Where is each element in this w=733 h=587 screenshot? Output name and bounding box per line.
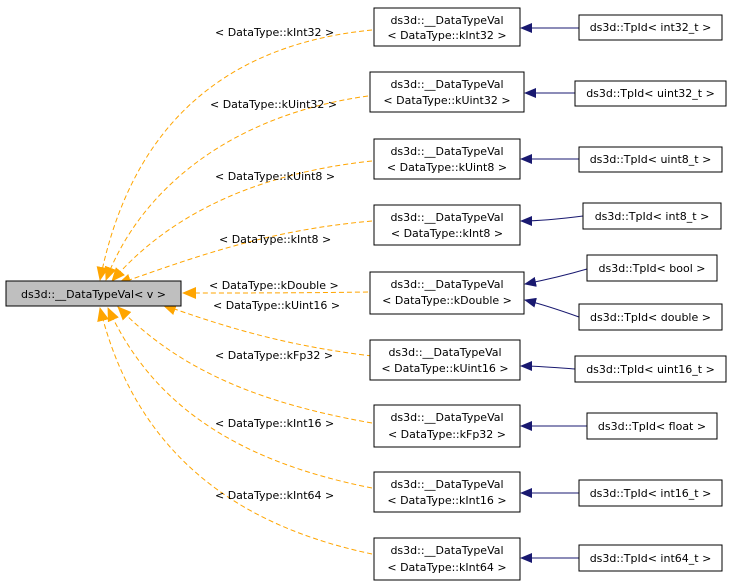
tpid-node-uint32[interactable]: ds3d::TpId< uint32_t > [574,80,727,107]
middle-node-kint8[interactable]: ds3d::__DataTypeVal < DataType::kInt8 > [373,204,521,246]
svg-text:ds3d::TpId< double >: ds3d::TpId< double > [590,311,711,324]
edge-label-kint64: < DataType::kInt64 > [215,489,334,502]
svg-text:< DataType::kInt32 >: < DataType::kInt32 > [387,29,506,42]
inheritance-edges [520,23,588,563]
edge-label-kuint16: < DataType::kUint16 > [213,299,340,312]
tpid-node-float[interactable]: ds3d::TpId< float > [586,412,718,440]
svg-text:ds3d::__DataTypeVal: ds3d::__DataTypeVal [390,411,503,424]
middle-node-kuint8[interactable]: ds3d::__DataTypeVal < DataType::kUint8 > [373,138,521,180]
edge-label-kint16: < DataType::kInt16 > [215,417,334,430]
svg-text:ds3d::TpId< int8_t >: ds3d::TpId< int8_t > [595,210,710,223]
edge-label-kint32: < DataType::kInt32 > [215,26,334,39]
tpid-node-int16[interactable]: ds3d::TpId< int16_t > [578,479,723,507]
template-edges [96,29,373,555]
svg-text:< DataType::kFp32 >: < DataType::kFp32 > [388,428,506,441]
middle-node-kuint32[interactable]: ds3d::__DataTypeVal < DataType::kUint32 … [369,71,525,113]
svg-text:< DataType::kInt64 >: < DataType::kInt64 > [387,561,506,574]
svg-text:ds3d::__DataTypeVal: ds3d::__DataTypeVal [390,544,503,557]
svg-text:ds3d::TpId< int16_t >: ds3d::TpId< int16_t > [590,487,712,500]
root-node[interactable]: ds3d::__DataTypeVal< v > [5,280,182,307]
svg-text:ds3d::TpId< uint8_t >: ds3d::TpId< uint8_t > [590,153,712,166]
root-node-label: ds3d::__DataTypeVal< v > [21,288,166,301]
svg-text:ds3d::__DataTypeVal: ds3d::__DataTypeVal [390,14,503,27]
tpid-node-int64[interactable]: ds3d::TpId< int64_t > [578,544,723,572]
middle-node-kdouble[interactable]: ds3d::__DataTypeVal < DataType::kDouble … [369,271,525,315]
tpid-node-uint16[interactable]: ds3d::TpId< uint16_t > [574,355,727,383]
middle-node-kuint16[interactable]: ds3d::__DataTypeVal < DataType::kUint16 … [369,339,521,381]
edge-label-kfp32: < DataType::kFp32 > [215,349,333,362]
svg-text:< DataType::kInt8 >: < DataType::kInt8 > [391,227,503,240]
tpid-node-int32[interactable]: ds3d::TpId< int32_t > [578,14,723,41]
svg-text:ds3d::__DataTypeVal: ds3d::__DataTypeVal [390,211,503,224]
tpid-node-double[interactable]: ds3d::TpId< double > [578,303,723,331]
svg-text:ds3d::TpId< uint16_t >: ds3d::TpId< uint16_t > [586,363,715,376]
edge-label-kuint32: < DataType::kUint32 > [210,98,337,111]
edge-label-kint8: < DataType::kInt8 > [219,233,331,246]
middle-node-kint16[interactable]: ds3d::__DataTypeVal < DataType::kInt16 > [373,471,521,513]
svg-text:< DataType::kUint32 >: < DataType::kUint32 > [383,94,510,107]
tpid-node-uint8[interactable]: ds3d::TpId< uint8_t > [578,146,723,173]
middle-node-kfp32[interactable]: ds3d::__DataTypeVal < DataType::kFp32 > [373,404,521,448]
middle-node-kint64[interactable]: ds3d::__DataTypeVal < DataType::kInt64 > [373,537,521,581]
svg-text:< DataType::kInt16 >: < DataType::kInt16 > [387,494,506,507]
svg-text:ds3d::TpId< float >: ds3d::TpId< float > [598,420,706,433]
edge-labels: < DataType::kInt32 > < DataType::kUint32… [209,26,340,502]
svg-text:ds3d::__DataTypeVal: ds3d::__DataTypeVal [390,145,503,158]
svg-text:< DataType::kDouble >: < DataType::kDouble > [382,294,512,307]
svg-text:ds3d::TpId< int64_t >: ds3d::TpId< int64_t > [590,552,712,565]
tpid-node-bool[interactable]: ds3d::TpId< bool > [586,254,718,282]
middle-node-kint32[interactable]: ds3d::__DataTypeVal < DataType::kInt32 > [373,7,521,47]
svg-text:ds3d::TpId< bool >: ds3d::TpId< bool > [599,262,706,275]
edge-label-kuint8: < DataType::kUint8 > [215,170,335,183]
svg-text:ds3d::__DataTypeVal: ds3d::__DataTypeVal [390,278,503,291]
svg-text:ds3d::__DataTypeVal: ds3d::__DataTypeVal [388,346,501,359]
svg-text:ds3d::TpId< int32_t >: ds3d::TpId< int32_t > [590,21,712,34]
tpid-node-int8[interactable]: ds3d::TpId< int8_t > [582,202,722,230]
svg-text:< DataType::kUint16 >: < DataType::kUint16 > [381,362,508,375]
svg-text:< DataType::kUint8 >: < DataType::kUint8 > [387,161,507,174]
svg-text:ds3d::__DataTypeVal: ds3d::__DataTypeVal [390,78,503,91]
svg-text:ds3d::TpId< uint32_t >: ds3d::TpId< uint32_t > [586,87,715,100]
svg-text:ds3d::__DataTypeVal: ds3d::__DataTypeVal [390,478,503,491]
edge-label-kdouble: < DataType::kDouble > [209,279,339,292]
